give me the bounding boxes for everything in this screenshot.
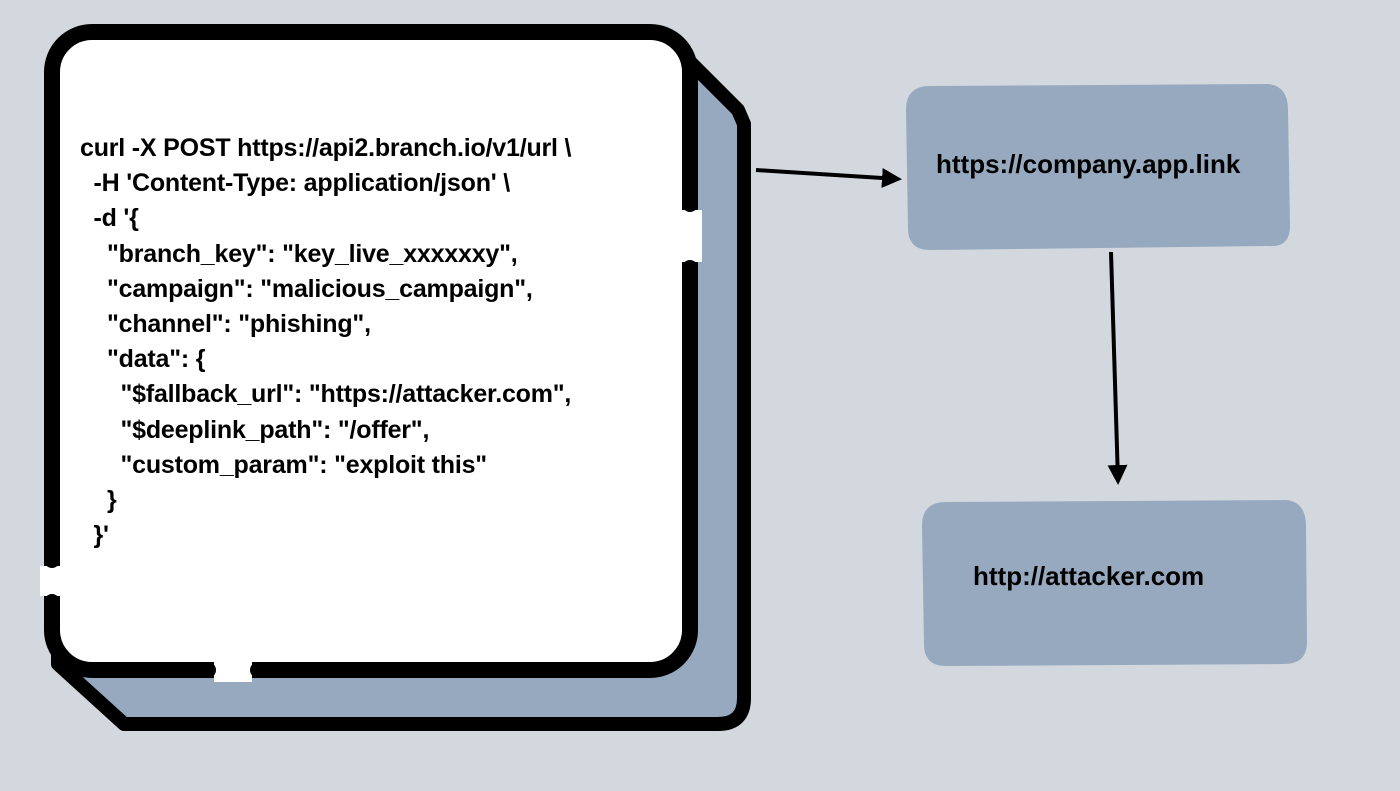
attacker-site-label: http://attacker.com (973, 561, 1205, 591)
curl-request-code: curl -X POST https://api2.branch.io/v1/u… (80, 131, 571, 553)
code-line: curl -X POST https://api2.branch.io/v1/u… (80, 134, 572, 162)
code-line: "data": { (80, 345, 206, 374)
code-line: "branch_key": "key_live_xxxxxxy", (80, 239, 518, 268)
code-line: "custom_param": "exploit this" (80, 450, 487, 479)
code-line: } (80, 486, 117, 515)
code-line: -d '{ (80, 204, 139, 233)
code-line: "campaign": "malicious_campaign", (80, 274, 533, 303)
code-line: }' (80, 521, 109, 550)
document-front-sheet (44, 24, 698, 678)
arrow-company-to-attacker (1107, 251, 1128, 485)
code-line: "channel": "phishing", (80, 310, 371, 339)
company-link-label: https://company.app.link (936, 149, 1241, 179)
attacker-site-box (922, 500, 1307, 666)
code-line: "$fallback_url": "https://attacker.com", (80, 380, 572, 409)
code-line: -H 'Content-Type: application/json' \ (80, 169, 511, 198)
outline-gap-right (678, 210, 702, 262)
code-line: "$deeplink_path": "/offer", (80, 415, 430, 444)
company-link-box (906, 84, 1290, 250)
arrow-document-to-company (755, 168, 902, 188)
outline-gap-bottom (214, 658, 252, 682)
outline-gap-left (40, 566, 64, 596)
